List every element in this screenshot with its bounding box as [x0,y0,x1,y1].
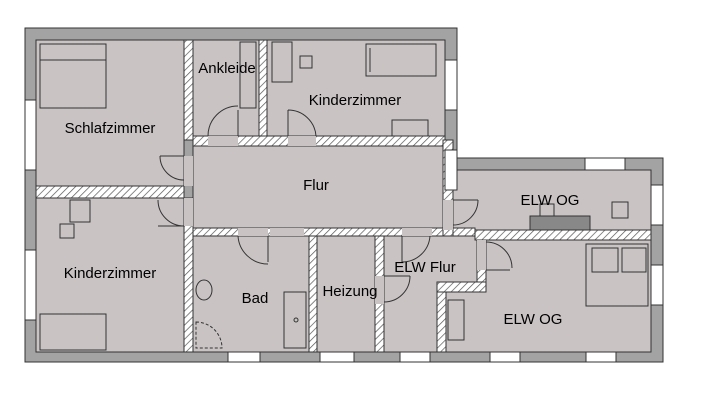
floor-schlafzimmer [35,39,185,187]
door-gap-heizung-side [375,276,384,304]
door-gap-kinder-top [288,136,316,146]
label-elw-flur: ELW Flur [394,259,455,276]
bed-schlafzimmer [39,43,107,109]
floor-flur [192,145,444,229]
sink-bad [283,291,307,349]
window-heizung-bottom [319,351,355,363]
window-elw-top [584,157,626,171]
label-bad: Bad [242,290,269,307]
window-elw-bottom-1 [489,351,521,363]
cabinet-ankleide [239,41,257,109]
door-swing-kinder-left [157,199,185,227]
window-elwflur-bottom [399,351,431,363]
table-elw-top [529,215,591,231]
door-gap-elwflur [402,228,432,236]
door-gap-elw-bottom [477,240,486,270]
door-swing-bad [237,235,269,265]
door-gap-kinder-left [184,198,193,226]
door-gap-bad [238,228,268,236]
wall-elwflur-step [436,281,487,293]
window-schlaf-left [24,99,37,171]
door-swing-heizung [383,275,411,303]
label-schlafzimmer: Schlafzimmer [65,120,156,137]
label-elw-og-top: ELW OG [521,192,580,209]
chair-elw-top [539,203,555,217]
door-gap-elw-top [443,200,453,230]
toilet-bad [195,279,213,301]
desk-kinder-top [271,41,293,83]
window-kinder-left [24,249,37,321]
bed-kinder-top [365,43,437,77]
label-kinderzimmer-left: Kinderzimmer [64,265,157,282]
furniture [39,41,649,351]
shelf-elw-bottom [447,299,465,341]
door-gap-schlaf [184,156,193,186]
window-elw-right-lower [650,264,664,306]
wall-elwflur-lower [436,291,447,353]
wall-elw-og-split [474,229,652,241]
door-swing-elw-bottom [485,241,513,271]
chair-kinder-left [59,223,75,239]
door-swing-schlaf [159,155,185,181]
bed-kinder-left [39,313,107,351]
label-ankleide: Ankleide [198,60,256,77]
door-swing-kinder-top [287,109,317,137]
door-gap-ankleide [208,136,238,146]
chair-kinder-top [299,55,313,69]
windows [24,59,664,363]
door-swing-elwflur [401,235,431,263]
label-elw-og-bottom: ELW OG [504,311,563,328]
doors [157,105,513,304]
door-swing-ankleide [207,105,239,137]
shower-bad [195,321,223,349]
label-kinderzimmer-top: Kinderzimmer [309,92,402,109]
cabinet-kinder-top [391,119,429,137]
label-heizung: Heizung [322,283,377,300]
window-flur-right [444,149,458,191]
wall-ankleide-right [258,39,268,137]
floor-bad [192,235,310,353]
window-bad-bottom [227,351,261,363]
window-elw-right [650,184,664,226]
wall-bad-heizung [308,235,318,353]
wall-schlaf-kinder [35,185,185,199]
window-kinder-top-right [444,59,458,111]
tv-elw-top [611,201,629,219]
door-gap-heizung [270,228,304,236]
floor-kinderzimmer-top [266,39,446,137]
room-labels: Schlafzimmer Ankleide Kinderzimmer Flur … [64,60,580,328]
label-flur: Flur [303,177,329,194]
floor-ankleide [192,39,260,137]
wall-flur-bottom [192,227,476,237]
window-elw-bottom-2 [585,351,617,363]
wall-ankleide-left [183,39,194,141]
desk-kinder-left [69,199,91,223]
door-swing-elw-top [452,199,479,226]
sofa-elw-bottom [585,243,649,307]
